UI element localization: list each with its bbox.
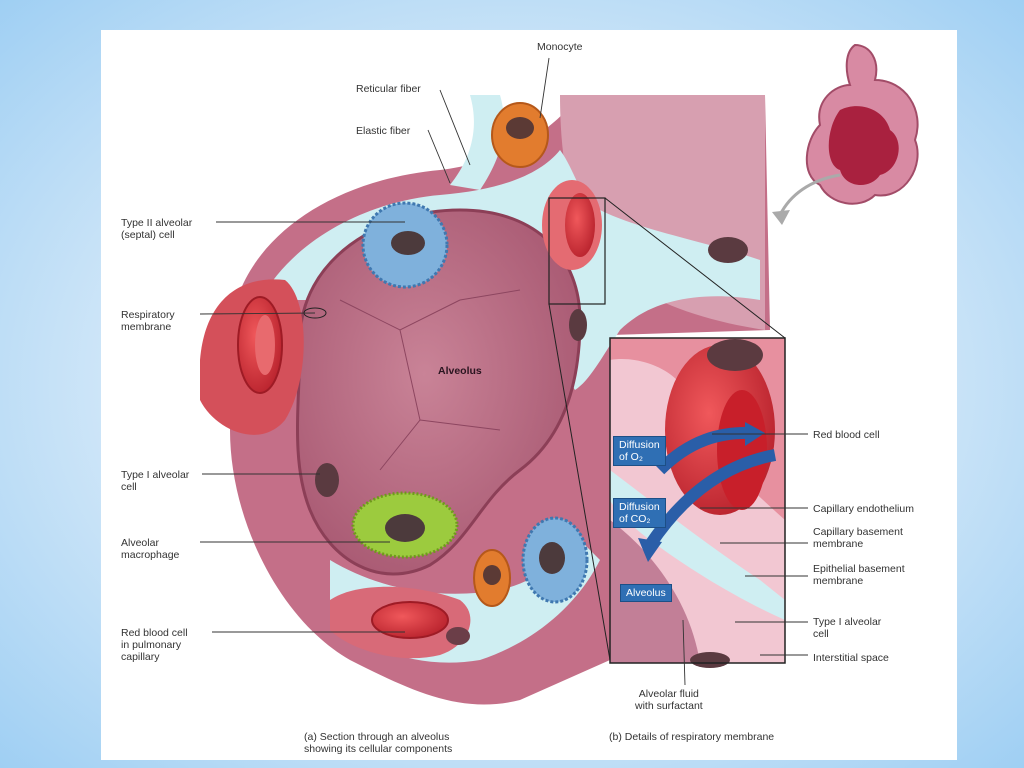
label-type1-cell-left: Type I alveolar cell [121, 469, 190, 493]
lung-lobule-thumbnail [805, 43, 919, 205]
thumbnail-arrowhead [772, 210, 790, 225]
top-capillary [542, 180, 602, 270]
type1-nucleus-right [708, 237, 748, 263]
label-capillary-basement: Capillary basement membrane [813, 526, 903, 550]
thumbnail-arrow [778, 173, 841, 216]
detail-selection-box [548, 197, 606, 305]
left-capillary [200, 279, 304, 435]
bottom-capillary [330, 586, 471, 659]
zoom-line-left [548, 303, 611, 661]
label-respiratory-membrane: Respiratory membrane [121, 309, 175, 333]
label-type2-cell: Type II alveolar (septal) cell [121, 217, 193, 241]
label-epithelial-basement: Epithelial basement membrane [813, 563, 905, 587]
alveolus-chamber [296, 208, 582, 576]
monocyte-cell [491, 102, 549, 168]
label-elastic-fiber: Elastic fiber [356, 125, 411, 137]
label-alveolar-macrophage: Alveolar macrophage [121, 537, 180, 561]
type2-cell [361, 201, 449, 289]
label-reticular-fiber: Reticular fiber [356, 83, 421, 95]
type1-nucleus [315, 463, 339, 497]
monocyte-cell-lower [473, 549, 511, 607]
label-monocyte: Monocyte [537, 41, 583, 53]
zoom-line-right [604, 197, 786, 339]
type2-cell-lower [521, 516, 589, 604]
label-type1-cell-right: Type I alveolar cell [813, 616, 882, 640]
label-alveolar-fluid: Alveolar fluid with surfactant [635, 688, 703, 712]
caption-b: (b) Details of respiratory membrane [609, 731, 775, 743]
label-red-blood-cell: Red blood cell [813, 429, 880, 441]
diffusion-co2-box: Diffusion of CO₂ [613, 498, 666, 528]
macrophage-cell [351, 491, 459, 559]
label-interstitial-space: Interstitial space [813, 652, 889, 664]
leader-lines [199, 57, 808, 686]
alveolus-box: Alveolus [620, 584, 672, 602]
label-alveolus: Alveolus [438, 365, 482, 377]
type1-nucleus-septum [569, 309, 587, 341]
label-rbc-capillary: Red blood cell in pulmonary capillary [121, 627, 188, 663]
diffusion-o2-box: Diffusion of O₂ [613, 436, 666, 466]
caption-a: (a) Section through an alveolus showing … [304, 731, 453, 755]
label-capillary-endothelium: Capillary endothelium [813, 503, 914, 515]
